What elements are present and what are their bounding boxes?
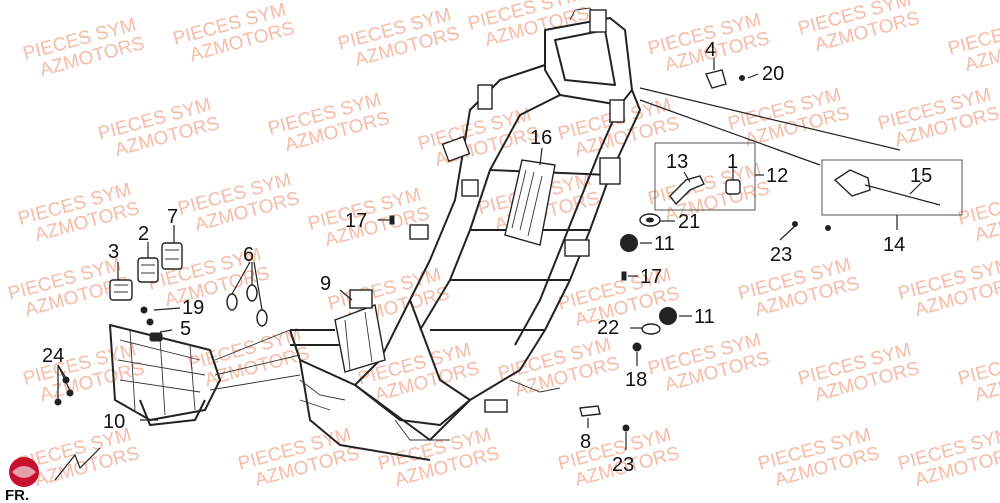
watermark-text: PIECES SYMAZMOTORS: [16, 424, 142, 494]
part-16-label-plate: [504, 159, 556, 246]
watermark-text: PIECES SYMAZMOTORS: [336, 4, 462, 74]
callout-17-right: 17: [640, 266, 662, 288]
watermark-text: PIECES SYMAZMOTORS: [796, 339, 922, 409]
watermark-text: PIECES SYMAZMOTORS: [646, 159, 772, 229]
callout-23-right: 23: [770, 244, 792, 266]
head-bracket: [349, 289, 373, 309]
watermark-text: PIECES SYMAZMOTORS: [736, 254, 862, 324]
part-17-bolt-right: [621, 271, 627, 281]
watermark-text: PIECES SYMAZMOTORS: [306, 184, 432, 254]
part-4-clip: [705, 69, 727, 89]
part-17-bolt-left: [389, 215, 395, 225]
watermark-text: PIECES SYMAZMOTORS: [466, 0, 592, 54]
callout-14: 14: [883, 234, 905, 256]
callout-19: 19: [182, 297, 204, 319]
part-23-screw-bottom: [622, 424, 630, 432]
watermark-text: PIECES SYMAZMOTORS: [21, 14, 147, 84]
watermark-text: PIECES SYMAZMOTORS: [796, 0, 922, 59]
part-18-bolt: [632, 342, 642, 352]
part-5-nut: [149, 332, 163, 342]
callout-6: 6: [243, 244, 254, 266]
part-11-grommet-upper: [620, 234, 638, 252]
part-1-bushing: [725, 179, 741, 195]
watermark-text: PIECES SYMAZMOTORS: [726, 84, 852, 154]
callout-24: 24: [42, 345, 64, 367]
part-2-rubber-block: [137, 257, 159, 283]
part-3-rubber-block: [109, 279, 133, 301]
callout-2: 2: [138, 223, 149, 245]
watermark-text: PIECES SYMAZMOTORS: [236, 424, 362, 494]
callout-1: 1: [727, 151, 738, 173]
brand-text: FR.: [5, 487, 29, 503]
callout-11-lower: 11: [694, 306, 715, 328]
callout-18: 18: [625, 369, 647, 391]
callout-4: 4: [705, 39, 716, 61]
callout-11-upper: 11: [654, 233, 675, 255]
callout-12: 12: [766, 165, 788, 187]
part-14-group-box: [821, 159, 963, 216]
callout-21: 21: [678, 211, 700, 233]
callout-7: 7: [167, 206, 178, 228]
callout-16: 16: [530, 127, 552, 149]
watermark-text: PIECES SYMAZMOTORS: [896, 254, 1000, 324]
part-19-bolt: [140, 306, 154, 326]
watermark-text: PIECES SYMAZMOTORS: [16, 179, 142, 249]
callout-15: 15: [910, 165, 932, 187]
watermark-text: PIECES SYMAZMOTORS: [176, 169, 302, 239]
part-11-grommet-lower: [659, 307, 677, 325]
watermark-text: PIECES SYMAZMOTORS: [876, 84, 1000, 154]
leader-lines: [57, 58, 923, 450]
watermark-text: PIECES SYMAZMOTORS: [266, 89, 392, 159]
rear-bracket: [589, 9, 607, 33]
frame-assembly: [289, 7, 641, 461]
watermark-text: PIECES SYMAZMOTORS: [646, 329, 772, 399]
callout-3: 3: [108, 241, 119, 263]
brand-logo: FR.: [5, 447, 101, 503]
part-8-clip: [579, 405, 601, 417]
callout-5: 5: [180, 318, 191, 340]
callout-9: 9: [320, 273, 331, 295]
part-22-washer: [641, 323, 661, 335]
callout-23-bottom: 23: [612, 454, 634, 476]
watermark-text: PIECES SYMAZMOTORS: [946, 9, 1000, 79]
steering-head: [334, 304, 386, 373]
watermark-text: PIECES SYMAZMOTORS: [956, 339, 1000, 409]
part-13-hook: [669, 175, 705, 206]
part-24-bolts: [54, 376, 74, 406]
watermark-text: PIECES SYMAZMOTORS: [756, 424, 882, 494]
watermark-text: PIECES SYMAZMOTORS: [21, 339, 147, 409]
callout-20: 20: [762, 63, 784, 85]
part-12-group-box: [654, 142, 756, 211]
callout-22: 22: [597, 317, 619, 339]
callout-8: 8: [580, 431, 591, 453]
watermark-text: PIECES SYMAZMOTORS: [96, 94, 222, 164]
callout-labels: 1 2 3 4 5 6 7 8 9 10 11 11 12 13 14 15 1…: [42, 39, 932, 476]
watermark-text: PIECES SYMAZMOTORS: [171, 0, 297, 69]
part-6-grommets: [226, 284, 268, 327]
callout-10: 10: [103, 411, 125, 433]
callout-17-left: 17: [345, 210, 367, 232]
part-20-screw: [739, 75, 745, 81]
part-15-cable-end: [833, 169, 871, 197]
part-7-rubber-block: [161, 242, 183, 270]
callout-13: 13: [666, 151, 688, 173]
forward-arrow-icon: [54, 447, 101, 481]
watermark-text: PIECES SYMAZMOTORS: [376, 424, 502, 494]
watermark-text: PIECES SYMAZMOTORS: [896, 424, 1000, 494]
